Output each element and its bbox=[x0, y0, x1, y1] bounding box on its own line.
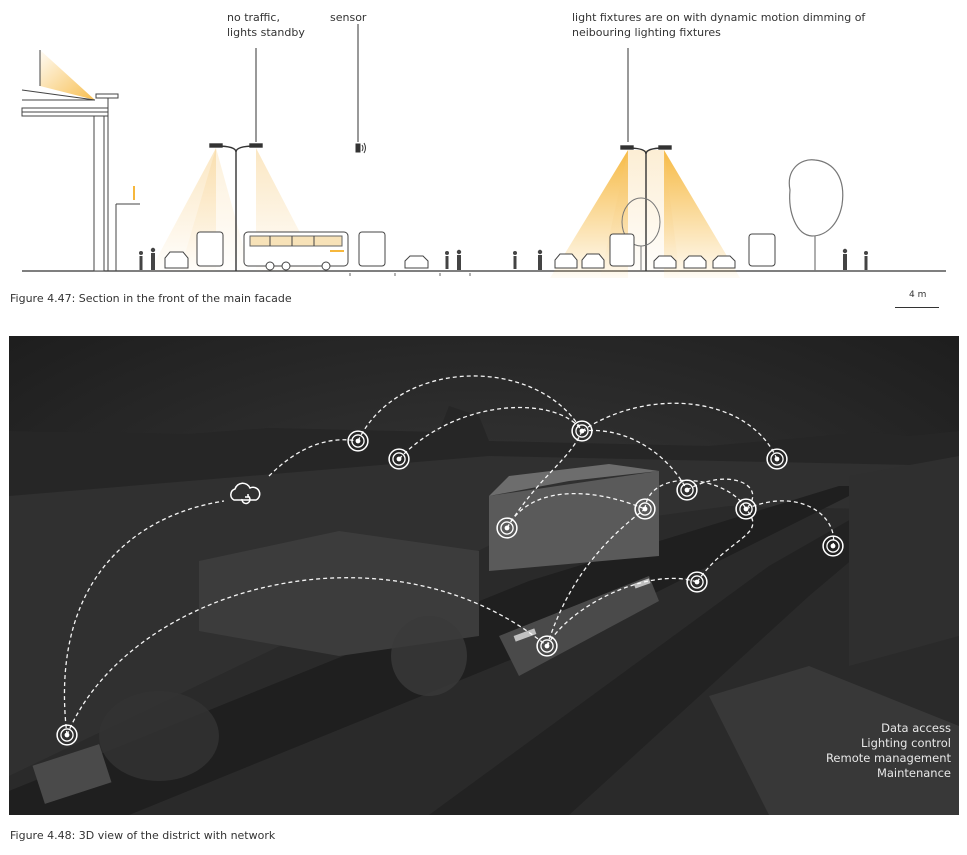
sensor-icon bbox=[355, 142, 366, 154]
network-links bbox=[63, 375, 835, 736]
light-cone-bright bbox=[664, 150, 740, 278]
street-lamp-icon bbox=[209, 143, 263, 271]
legend-item: Maintenance bbox=[876, 766, 951, 780]
scale-bar bbox=[895, 307, 939, 308]
cloud-sync-icon bbox=[230, 482, 261, 505]
legend-item: Lighting control bbox=[860, 736, 951, 750]
label-no-traffic: no traffic, lights standby bbox=[227, 11, 305, 39]
pedestrian bbox=[139, 247, 868, 270]
district-render-drawing bbox=[9, 336, 959, 815]
district-3d-view: Data access Lighting control Remote mana… bbox=[9, 336, 959, 815]
tree bbox=[621, 197, 661, 271]
truck bbox=[196, 231, 776, 267]
bus bbox=[243, 231, 349, 271]
figure-caption-render: Figure 4.48: 3D view of the district wit… bbox=[10, 829, 276, 842]
label-sensor: sensor bbox=[330, 11, 367, 24]
street-section-diagram: no traffic, lights standby sensor light … bbox=[0, 0, 967, 308]
section-drawing bbox=[21, 24, 946, 278]
legend-item: Remote management bbox=[825, 751, 951, 765]
car bbox=[164, 251, 736, 269]
network-legend: Data access Lighting control Remote mana… bbox=[826, 721, 951, 781]
label-fixtures-on: light fixtures are on with dynamic motio… bbox=[572, 11, 866, 39]
road-markings bbox=[349, 273, 471, 276]
scale-label: 4 m bbox=[909, 290, 927, 300]
street-lamp-icon bbox=[620, 145, 672, 271]
building-facade bbox=[21, 50, 140, 272]
tree bbox=[788, 159, 844, 271]
legend-item: Data access bbox=[881, 721, 951, 735]
figure-caption-section: Figure 4.47: Section in the front of the… bbox=[10, 292, 292, 305]
